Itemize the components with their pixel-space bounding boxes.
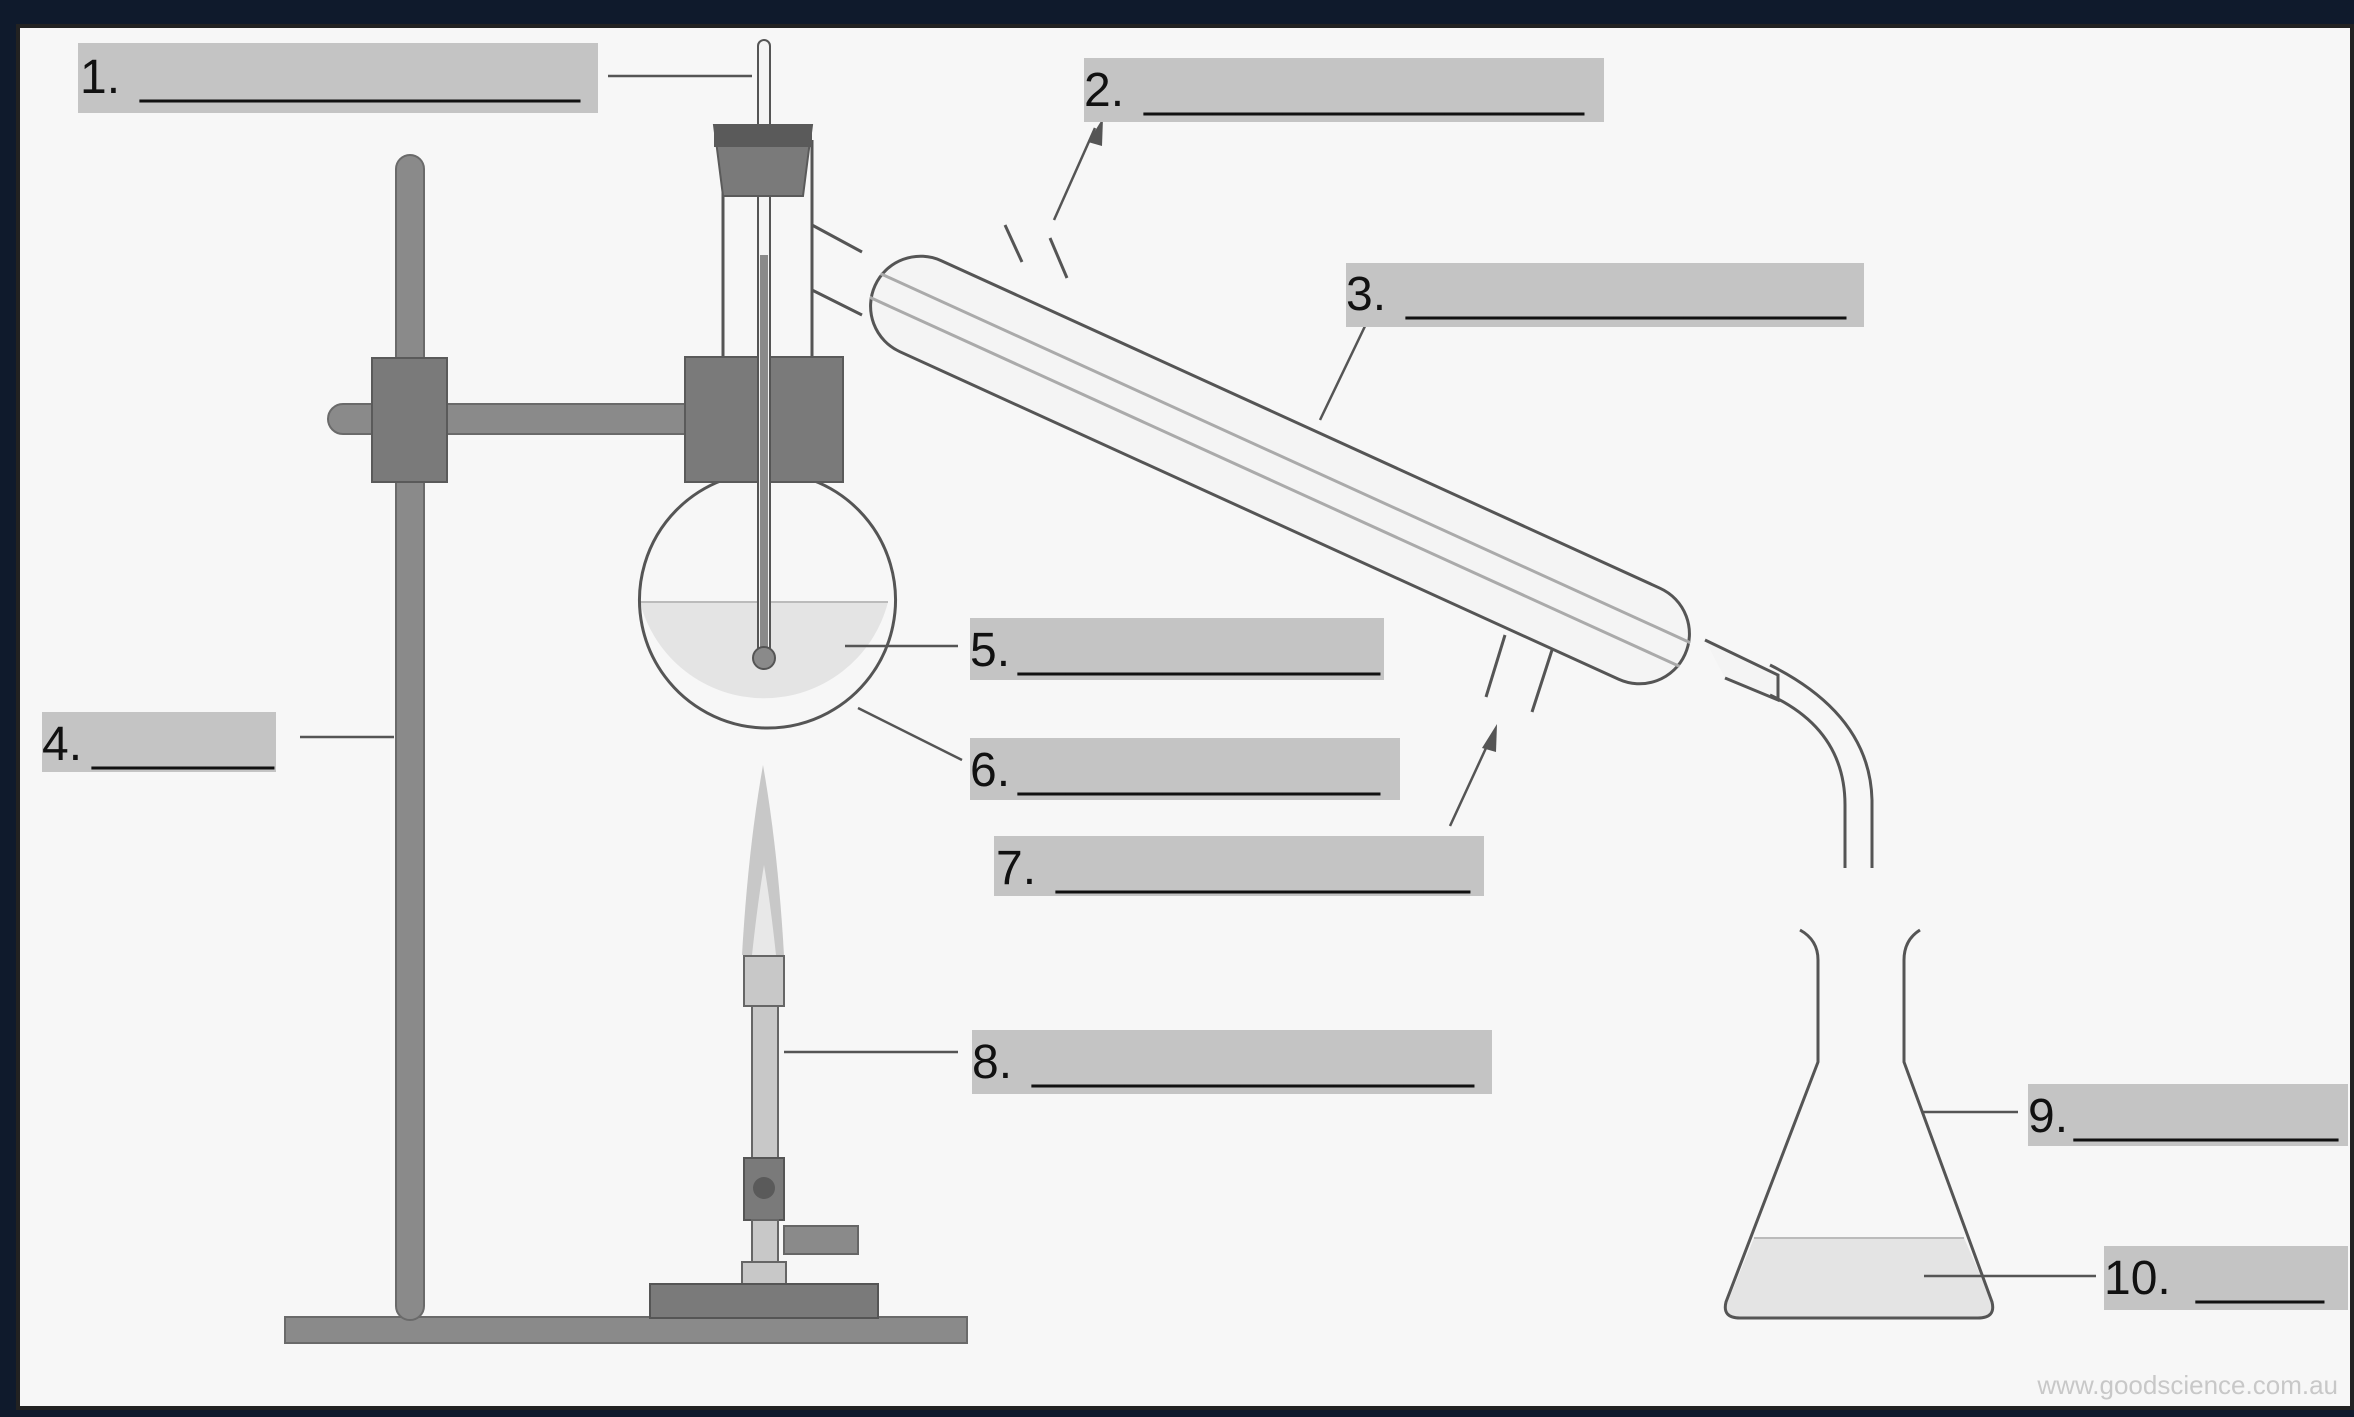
- label-7-blank[interactable]: __________________: [1055, 842, 1471, 895]
- label-8-blank[interactable]: ___________________: [1031, 1036, 1475, 1089]
- label-7: 7. __________________: [994, 836, 1484, 896]
- label-3-number: 3.: [1346, 268, 1386, 321]
- label-7-number: 7.: [996, 842, 1036, 895]
- label-10-blank[interactable]: _____: [2195, 1252, 2325, 1305]
- label-4-number: 4.: [42, 718, 82, 771]
- label-10: 10. _____: [2104, 1246, 2348, 1310]
- label-3: 3. ___________________: [1346, 263, 1864, 327]
- label-4: 4. ________: [42, 712, 276, 772]
- pointer-lines: [300, 74, 2096, 1278]
- distillate: [1725, 1238, 1994, 1318]
- label-9-number: 9.: [2028, 1090, 2068, 1143]
- condenser: [811, 223, 1874, 868]
- label-2: 2. ___________________: [1084, 58, 1604, 122]
- label-1-number: 1.: [80, 51, 120, 104]
- watermark: www.goodscience.com.au: [2036, 1370, 2338, 1400]
- label-1: 1. ___________________: [78, 43, 598, 113]
- label-6: 6. _______________: [970, 738, 1400, 800]
- bunsen-burner: [649, 765, 879, 1319]
- label-5-blank[interactable]: _______________: [1017, 624, 1381, 677]
- label-9-blank[interactable]: __________: [2073, 1090, 2339, 1143]
- label-3-blank[interactable]: ___________________: [1405, 268, 1847, 321]
- label-8-number: 8.: [972, 1036, 1012, 1089]
- label-6-blank[interactable]: _______________: [1017, 744, 1381, 797]
- label-6-number: 6.: [970, 744, 1010, 797]
- label-1-blank[interactable]: ___________________: [139, 51, 581, 104]
- label-9: 9. __________: [2028, 1084, 2348, 1146]
- label-2-number: 2.: [1084, 64, 1124, 117]
- label-4-blank[interactable]: ________: [91, 718, 275, 771]
- label-2-blank[interactable]: ___________________: [1143, 64, 1585, 117]
- label-10-number: 10.: [2104, 1252, 2171, 1305]
- diagram-panel: [16, 24, 2354, 1410]
- label-8: 8. ___________________: [972, 1030, 1492, 1094]
- label-5: 5. _______________: [970, 618, 1384, 680]
- conical-flask: [1723, 928, 1995, 1320]
- label-5-number: 5.: [970, 624, 1010, 677]
- flame: [742, 765, 784, 955]
